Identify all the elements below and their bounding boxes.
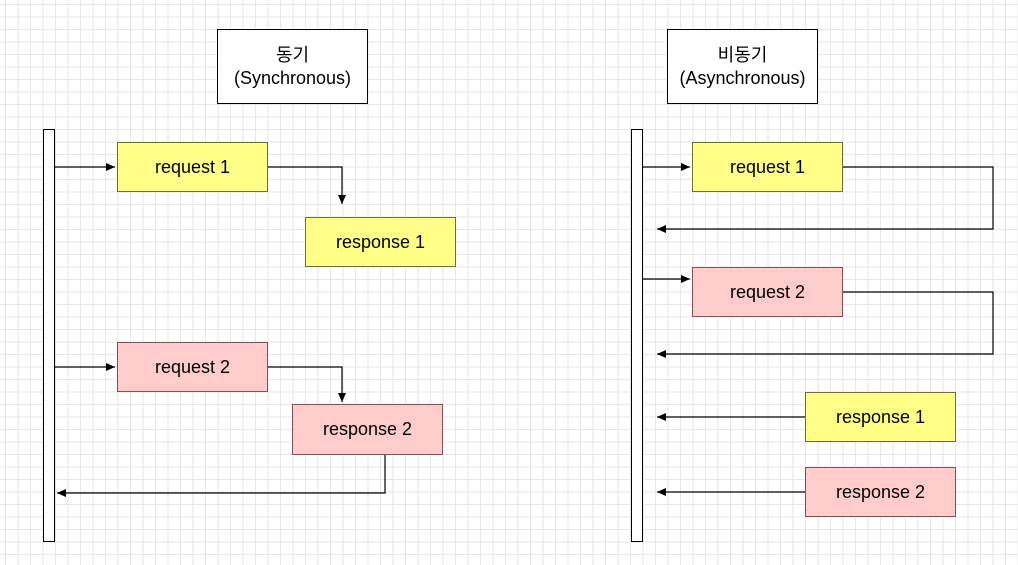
async-response1-label: response 1 <box>835 406 926 427</box>
async-request2-box: request 2 <box>692 267 843 317</box>
sync-response2-label: response 2 <box>322 419 413 439</box>
async-request1-box: request 1 <box>692 142 843 192</box>
sync-title-korean: 동기 <box>275 44 310 65</box>
sync-request1-box: request 1 <box>117 142 268 192</box>
async-title-english: (Asynchronous) <box>679 67 806 88</box>
sync-request1-label: request 1 <box>154 156 231 177</box>
sync-response2-box: response 2 <box>292 404 443 455</box>
async-response1-box: response 1 <box>805 392 956 442</box>
async-lifeline <box>631 129 643 542</box>
async-request2-label: request 2 <box>729 281 806 302</box>
async-request2-return-arrow <box>657 291 994 358</box>
sync-title-english: (Synchronous) <box>233 67 352 88</box>
sync-lifeline <box>43 129 55 542</box>
sync-request2-label: request 2 <box>154 356 231 377</box>
async-title-korean: 비동기 <box>717 44 768 65</box>
sync-response1-box: response 1 <box>305 217 456 267</box>
sync-title-box: 동기 (Synchronous) <box>217 29 368 104</box>
async-request1-return-arrow <box>657 166 994 233</box>
sync-request2-box: request 2 <box>117 342 268 392</box>
sync-request1-to-response1-arrow <box>268 166 346 204</box>
async-request1-label: request 1 <box>729 156 806 177</box>
async-response2-label: response 2 <box>835 481 926 502</box>
sync-response1-label: response 1 <box>335 231 426 252</box>
async-response2-box: response 2 <box>805 467 956 517</box>
sync-request2-to-response2-arrow <box>268 366 346 402</box>
sync-response2-return-arrow <box>57 455 386 497</box>
async-title-box: 비동기 (Asynchronous) <box>667 29 818 104</box>
